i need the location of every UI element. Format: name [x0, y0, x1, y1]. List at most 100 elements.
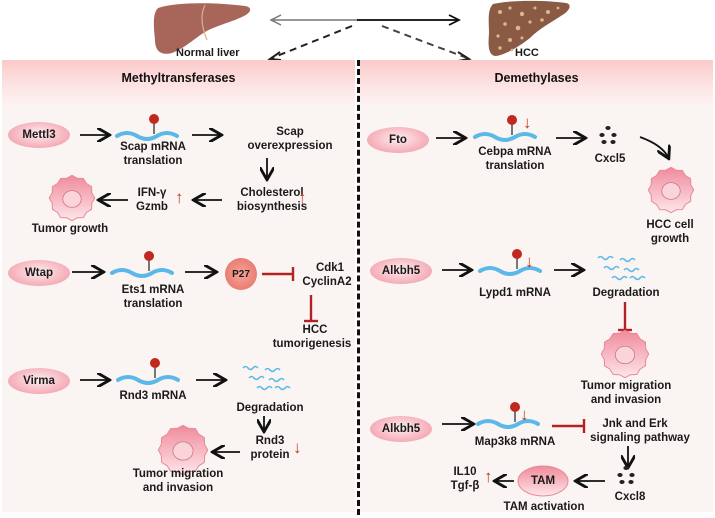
map3k8-mrna: Map3k8 mRNA — [474, 436, 556, 448]
cxcl8-label: Cxcl8 — [614, 491, 646, 503]
rnd3-line2: protein — [250, 449, 290, 461]
cdk1-line1: Cdk1 — [315, 262, 345, 274]
normal-liver-label: Normal liver — [176, 47, 240, 59]
enzyme-virma: Virma — [8, 368, 70, 394]
m6a-modification-icon — [507, 115, 517, 125]
section-title-methyltransferases: Methyltransferases — [121, 71, 236, 85]
m6a-modification-icon — [512, 249, 522, 259]
hcc-cell-icon-nucleus — [661, 182, 681, 200]
enzyme-alkbh5-map3k8: Alkbh5 — [370, 416, 432, 442]
panel-demethylases — [360, 106, 713, 512]
cxcl5-chemokine-icon — [601, 140, 607, 144]
degraded-lypd1-mrna-icon-fragment — [629, 275, 646, 281]
enzyme-fto: Fto — [367, 127, 429, 153]
cxcl5-chemokine-icon — [605, 126, 611, 130]
tumor-cell-icon-nucleus — [62, 190, 82, 208]
ifn-up-arrow-icon: ↑ — [175, 188, 184, 207]
wtap-mrna-line2: translation — [123, 298, 183, 310]
m6a-modification-icon — [149, 114, 159, 124]
header-band-right — [360, 60, 713, 106]
degraded-lypd1-mrna-icon-fragment — [623, 267, 640, 273]
lypd1-mrna: Lypd1 mRNA — [479, 287, 551, 299]
cxcl8-chemokine-icon — [628, 480, 634, 484]
header-band-left — [2, 60, 355, 106]
map3k8-down-arrow-icon: ↓ — [520, 405, 529, 424]
cxcl5-chemokine-icon — [610, 140, 616, 144]
ifn-line2: Gzmb — [136, 201, 168, 213]
lypd1-down-arrow-icon: ↓ — [525, 252, 534, 271]
scap-line2: overexpression — [247, 140, 333, 152]
cebpa-mrna-icon — [473, 132, 537, 142]
tam-cell-icon — [517, 465, 569, 497]
degraded-rnd3-mrna-icon-fragment — [274, 385, 291, 391]
lypd1-mrna-icon — [478, 266, 542, 276]
alkbh5a-outcome-line2: and invasion — [590, 394, 662, 406]
degraded-rnd3-mrna-icon-fragment — [264, 367, 281, 373]
tumor-cell-icon-nucleus — [172, 441, 194, 461]
tam-activation-caption: TAM activation — [503, 501, 585, 513]
cxcl5-chemokine-icon — [599, 133, 605, 137]
p27-circle-icon — [225, 258, 257, 290]
dashed-arrow-to-methyltransferases — [271, 25, 353, 59]
ets1-mrna-icon — [110, 268, 174, 278]
cxcl5-label: Cxcl5 — [594, 153, 626, 165]
fto-outcome-line1: HCC cell — [646, 219, 694, 231]
virma-degradation: Degradation — [236, 402, 304, 414]
arrow-cxcl5-to-hcc-cell — [639, 136, 668, 157]
m6a-modification-icon — [144, 251, 154, 261]
p27-protein: P27 — [232, 269, 250, 280]
enzyme-wtap: Wtap — [8, 260, 70, 286]
jnk-erk-line1: Jnk and Erk — [602, 418, 668, 430]
il10-line1: IL10 — [453, 466, 477, 478]
hcc-tumorigenesis-line1: HCC — [302, 324, 328, 336]
degraded-rnd3-mrna-icon-fragment — [256, 385, 273, 391]
wtap-mrna-line1: Ets1 mRNA — [121, 284, 185, 296]
il10-up-arrow-icon: ↑ — [484, 467, 493, 486]
cholesterol-up-arrow-icon: ↑ — [298, 188, 307, 207]
rnd3-line1: Rnd3 — [255, 435, 285, 447]
degraded-rnd3-mrna-icon-fragment — [242, 365, 259, 371]
degraded-lypd1-mrna-icon-fragment — [597, 255, 614, 261]
scap-line1: Scap — [276, 126, 304, 138]
rnd3-mrna-icon — [116, 375, 180, 385]
section-title-demethylases: Demethylases — [494, 71, 579, 85]
mettl3-mrna-line1: Scap mRNA — [120, 141, 186, 153]
cebpa-down-arrow-icon: ↓ — [523, 113, 532, 132]
cholesterol-line2: biosynthesis — [236, 201, 308, 213]
cxcl8-chemokine-icon — [619, 480, 625, 484]
fto-outcome-line2: growth — [650, 233, 690, 245]
ifn-line1: IFN-γ — [137, 187, 167, 199]
scap-mrna-icon — [115, 131, 179, 141]
virma-mrna: Rnd3 mRNA — [119, 390, 187, 402]
cdk1-line2: CyclinA2 — [302, 276, 352, 288]
map3k8-mrna-icon — [476, 419, 540, 429]
virma-outcome-line1: Tumor migration — [132, 468, 224, 480]
jnk-erk-line2: signaling pathway — [590, 432, 690, 444]
hcc-tumorigenesis-line2: tumorigenesis — [272, 338, 352, 350]
enzyme-mettl3: Mettl3 — [8, 122, 70, 148]
mettl3-outcome: Tumor growth — [31, 223, 109, 235]
dashed-arrow-to-demethylases — [381, 25, 468, 59]
lypd1-degradation: Degradation — [592, 287, 660, 299]
degraded-lypd1-mrna-icon-fragment — [619, 257, 636, 263]
m6a-modification-icon — [150, 358, 160, 368]
hcc-label: HCC — [515, 47, 539, 59]
normal-liver-icon — [153, 3, 251, 54]
tam-cell-label: TAM — [530, 475, 556, 487]
tumor-cell-icon-nucleus — [614, 345, 636, 365]
alkbh5a-outcome-line1: Tumor migration — [580, 380, 672, 392]
liver-comparison — [153, 0, 570, 60]
cxcl8-chemokine-icon — [629, 473, 635, 477]
il10-line2: Tgf-β — [450, 480, 480, 492]
fto-mrna-line2: translation — [485, 160, 545, 172]
degraded-lypd1-mrna-icon-fragment — [603, 265, 620, 271]
rnd3-down-arrow-icon: ↓ — [293, 438, 302, 457]
cxcl8-chemokine-icon — [617, 473, 623, 477]
degraded-lypd1-mrna-icon-fragment — [611, 275, 628, 281]
virma-outcome-line2: and invasion — [142, 482, 214, 494]
cholesterol-line1: Cholesterol — [240, 187, 304, 199]
hcc-liver-icon — [488, 0, 570, 57]
cxcl8-chemokine-icon — [623, 466, 629, 470]
mettl3-mrna-line2: translation — [123, 155, 183, 167]
